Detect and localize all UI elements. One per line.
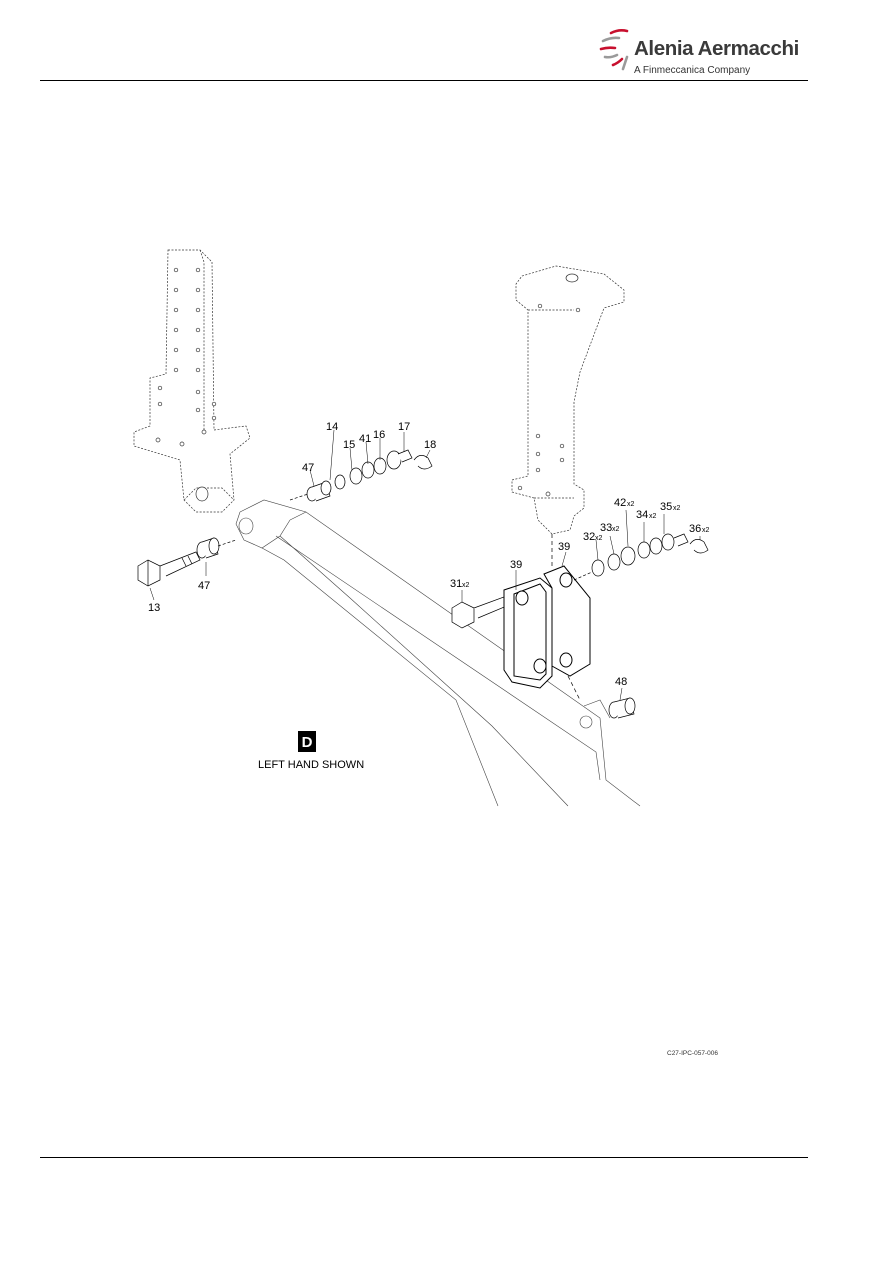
leader-lines <box>149 429 701 701</box>
callout-47-upper: 47 <box>302 462 314 474</box>
callout-35-qty: x2 <box>673 505 681 512</box>
callout-42: 42 <box>614 497 626 509</box>
link-plate-39-front <box>503 577 553 689</box>
bushing-47-lower <box>196 537 220 559</box>
callout-35: 35 <box>660 501 672 513</box>
company-logo: Alenia Aermacchi A Finmeccanica Company <box>597 25 799 81</box>
figure-reference: C27-IPC-057-006 <box>667 1050 718 1057</box>
callout-32: 32 <box>583 531 595 543</box>
callout-17: 17 <box>398 421 410 433</box>
callout-39-front: 39 <box>510 559 522 571</box>
company-name: Alenia Aermacchi <box>634 37 799 60</box>
propeller-swoosh-icon <box>599 29 629 71</box>
link-plate-39-rear <box>543 565 591 677</box>
upper-hardware-stack <box>306 449 433 502</box>
callout-15: 15 <box>343 439 355 451</box>
callout-39-rear: 39 <box>558 541 570 553</box>
callout-32-qty: x2 <box>595 535 603 542</box>
callout-33-qty: x2 <box>612 526 620 533</box>
company-tagline: A Finmeccanica Company <box>634 65 751 76</box>
view-letter-box <box>298 731 316 752</box>
callout-36: 36 <box>689 523 701 535</box>
callout-33: 33 <box>600 522 612 534</box>
left-fitting-holes <box>155 267 217 502</box>
callout-47-lower: 47 <box>198 580 210 592</box>
right-hardware-stack <box>591 533 709 577</box>
callout-34-qty: x2 <box>649 513 657 520</box>
callout-36-qty: x2 <box>702 527 710 534</box>
footer-rule <box>40 1157 808 1158</box>
right-fitting-holes <box>517 273 581 497</box>
bolt-13 <box>137 551 201 587</box>
callout-14: 14 <box>326 421 338 433</box>
view-indicator: D LEFT HAND SHOWN <box>258 731 364 771</box>
bushing-48 <box>608 697 636 719</box>
callout-31: 31 <box>450 578 462 590</box>
callout-41: 41 <box>359 433 371 445</box>
callout-labels: 13 47 47 14 15 41 16 17 18 31 x2 39 39 3… <box>148 421 710 688</box>
callout-34: 34 <box>636 509 648 521</box>
callout-31-qty: x2 <box>462 582 470 589</box>
left-hand-note: LEFT HAND SHOWN <box>258 759 364 771</box>
left-fitting-phantom <box>133 249 251 513</box>
callout-18: 18 <box>424 439 436 451</box>
view-letter: D <box>302 734 313 751</box>
callout-48: 48 <box>615 676 627 688</box>
callout-42-qty: x2 <box>627 501 635 508</box>
header-rule <box>40 80 808 81</box>
callout-16: 16 <box>373 429 385 441</box>
right-fitting-phantom <box>511 265 625 535</box>
callout-13: 13 <box>148 602 160 614</box>
